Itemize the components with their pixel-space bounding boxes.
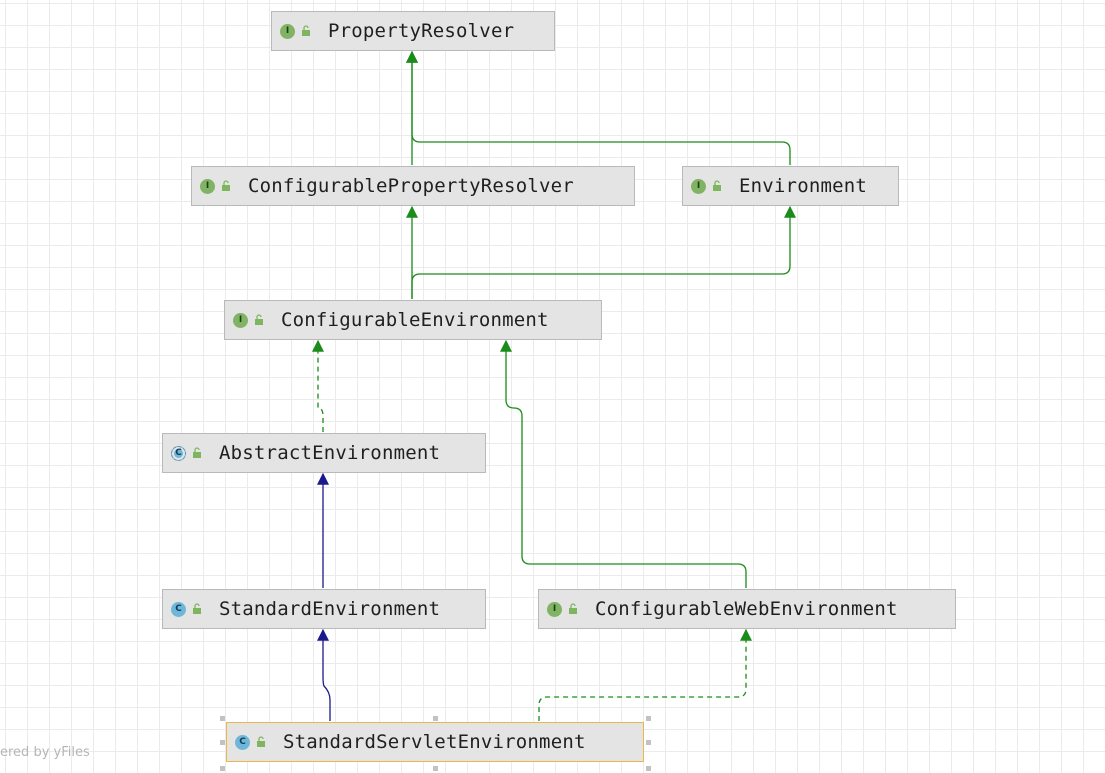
node-environment[interactable]: I Environment: [682, 166, 899, 206]
node-label: AbstractEnvironment: [219, 442, 441, 464]
public-access-icon: [222, 180, 230, 191]
node-label: StandardServletEnvironment: [283, 731, 586, 753]
interface-icon: I: [280, 23, 295, 39]
class-icon: C: [171, 601, 186, 617]
node-standardservletenvironment[interactable]: C StandardServletEnvironment: [226, 722, 644, 762]
node-configurablewebenvironment[interactable]: I ConfigurableWebEnvironment: [538, 589, 956, 629]
interface-icon: I: [200, 178, 215, 194]
selection-handle[interactable]: [646, 766, 651, 771]
selection-handle[interactable]: [646, 716, 651, 721]
selection-handle[interactable]: [220, 716, 225, 721]
edge-configurablewebenvironment-to-configurableenvironment: [500, 339, 747, 588]
watermark: ered by yFiles: [0, 745, 90, 760]
selection-handle[interactable]: [220, 766, 225, 771]
edge-standardservletenvironment-to-configurablewebenvironment: [538, 628, 752, 721]
edge-standardservletenvironment-to-standardenvironment: [317, 628, 331, 721]
selection-handle[interactable]: [433, 716, 438, 721]
node-propertyresolver[interactable]: I PropertyResolver: [271, 11, 555, 51]
public-access-icon: [193, 447, 201, 458]
public-access-icon: [255, 314, 263, 325]
interface-icon: I: [691, 178, 706, 194]
node-label: ConfigurableWebEnvironment: [595, 598, 898, 620]
edge-configurableenvironment-to-environment: [411, 205, 796, 299]
edge-abstractenvironment-to-configurableenvironment: [312, 339, 324, 432]
node-abstractenvironment[interactable]: C AbstractEnvironment: [162, 433, 486, 473]
class-icon: C: [235, 734, 250, 750]
node-configurableenvironment[interactable]: I ConfigurableEnvironment: [224, 300, 602, 340]
node-standardenvironment[interactable]: C StandardEnvironment: [162, 589, 486, 629]
abstract-class-icon: C: [171, 445, 186, 461]
public-access-icon: [302, 25, 310, 36]
node-label: Environment: [739, 175, 868, 197]
selection-handle[interactable]: [433, 766, 438, 771]
public-access-icon: [193, 603, 201, 614]
interface-icon: I: [547, 601, 562, 617]
node-label: ConfigurableEnvironment: [281, 309, 549, 331]
node-configurablepropertyresolver[interactable]: I ConfigurablePropertyResolver: [191, 166, 635, 206]
interface-icon: I: [233, 312, 248, 328]
public-access-icon: [713, 180, 721, 191]
node-label: StandardEnvironment: [219, 598, 441, 620]
edge-environment-to-propertyresolver: [406, 50, 791, 165]
selection-handle[interactable]: [220, 740, 225, 745]
public-access-icon: [569, 603, 577, 614]
public-access-icon: [257, 736, 265, 747]
node-label: PropertyResolver: [328, 20, 515, 42]
selection-handle[interactable]: [646, 740, 651, 745]
node-label: ConfigurablePropertyResolver: [248, 175, 574, 197]
